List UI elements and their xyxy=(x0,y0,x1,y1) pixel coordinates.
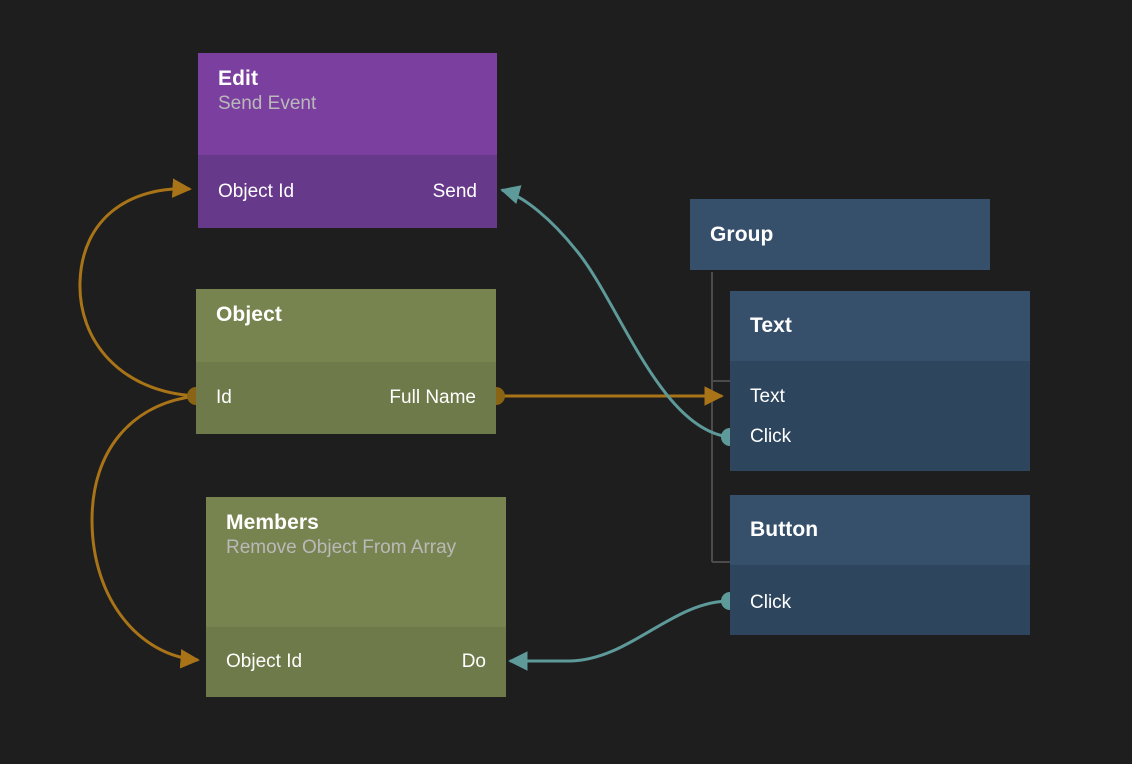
node-edit[interactable]: Edit Send Event Object Id Send xyxy=(198,53,497,228)
node-group-header[interactable]: Group xyxy=(690,199,990,270)
group-tree-connector xyxy=(711,272,730,563)
node-members-body: Object Id Do xyxy=(206,627,506,697)
port-row-button-click[interactable]: Click xyxy=(730,583,1030,623)
node-object-title: Object xyxy=(216,303,282,326)
port-label-object-id[interactable]: Id xyxy=(216,387,232,408)
node-text-body: Text Click xyxy=(730,361,1030,471)
node-members-title: Members xyxy=(226,511,319,534)
port-row-members[interactable]: Object Id Do xyxy=(206,627,506,697)
node-group[interactable]: Group xyxy=(690,199,990,270)
port-row-text-click[interactable]: Click xyxy=(730,417,1030,457)
port-label-members-object-id[interactable]: Object Id xyxy=(226,651,303,672)
node-members-subtitle: Remove Object From Array xyxy=(226,536,457,558)
node-text-header[interactable]: Text xyxy=(730,291,1030,361)
port-row-object[interactable]: Id Full Name xyxy=(196,362,496,434)
node-button-title: Button xyxy=(750,518,819,542)
node-edit-body: Object Id Send xyxy=(198,155,497,228)
node-edit-header[interactable]: Edit Send Event xyxy=(198,53,497,155)
port-label-edit-object-id[interactable]: Object Id xyxy=(218,180,295,202)
node-edit-subtitle: Send Event xyxy=(218,92,317,114)
node-edit-title: Edit xyxy=(218,67,259,90)
node-object-header[interactable]: Object xyxy=(196,289,496,362)
port-label-text-click[interactable]: Click xyxy=(750,426,792,447)
port-label-edit-send[interactable]: Send xyxy=(432,180,477,202)
node-button-body: Click xyxy=(730,565,1030,635)
edge-button-click-to-members-do xyxy=(508,599,731,671)
node-members-header[interactable]: Members Remove Object From Array xyxy=(206,497,506,627)
port-label-text-text[interactable]: Text xyxy=(750,386,785,407)
port-label-button-click[interactable]: Click xyxy=(750,592,792,613)
edge-object-id-to-members xyxy=(90,394,200,669)
node-object-body: Id Full Name xyxy=(196,362,496,434)
node-group-title: Group xyxy=(710,222,774,246)
node-button[interactable]: Button Click xyxy=(730,495,1030,635)
port-row-edit[interactable]: Object Id Send xyxy=(198,155,497,228)
port-label-members-do[interactable]: Do xyxy=(461,651,486,672)
node-members[interactable]: Members Remove Object From Array Object … xyxy=(206,497,506,697)
edge-object-id-to-edit xyxy=(78,178,197,398)
node-text[interactable]: Text Text Click xyxy=(730,291,1030,471)
port-label-object-full-name[interactable]: Full Name xyxy=(389,387,476,408)
port-row-text-text[interactable]: Text xyxy=(730,377,1030,417)
node-text-title: Text xyxy=(750,314,793,338)
node-object[interactable]: Object Id Full Name xyxy=(196,289,496,434)
node-button-header[interactable]: Button xyxy=(730,495,1030,565)
